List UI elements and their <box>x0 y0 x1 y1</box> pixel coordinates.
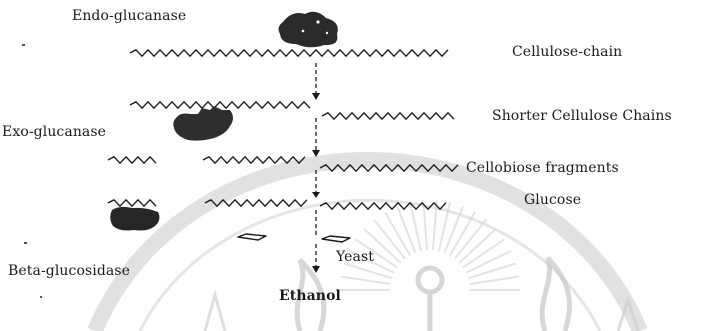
shorter-cellulose-chains-label: Shorter Cellulose Chains <box>492 108 672 124</box>
yeast-label: Yeast <box>336 249 374 265</box>
endo-glucanase-enzyme-icon <box>279 12 338 48</box>
glucose-fragment <box>322 236 350 242</box>
glucose-label: Glucose <box>524 192 581 208</box>
glucose-strand <box>205 200 307 206</box>
ethanol-label: Ethanol <box>279 288 341 304</box>
cellulose-chain-label: Cellulose-chain <box>512 44 622 60</box>
cellulose-chain-strand <box>130 50 448 56</box>
cellobiose-strand <box>320 165 458 171</box>
beta-glucosidase-enzyme-icon <box>110 207 159 231</box>
scan-speck <box>24 242 27 244</box>
cellobiose-strand <box>108 157 156 163</box>
glucose-strand <box>108 200 156 206</box>
endo-glucanase-label: Endo-glucanase <box>72 8 186 24</box>
glucose-fragment <box>238 234 266 240</box>
exo-glucanase-enzyme-icon <box>173 106 233 141</box>
beta-glucosidase-label: Beta-glucosidase <box>8 263 130 279</box>
glucose-strand <box>320 203 446 209</box>
shorter-chain-strand <box>322 113 454 119</box>
exo-glucanase-label: Exo-glucanase <box>2 124 106 140</box>
scan-speck <box>40 296 42 298</box>
cellobiose-strand <box>203 157 305 163</box>
scan-speck <box>22 44 25 46</box>
cellobiose-fragments-label: Cellobiose fragments <box>466 160 619 176</box>
shorter-chain-strand <box>130 102 310 108</box>
